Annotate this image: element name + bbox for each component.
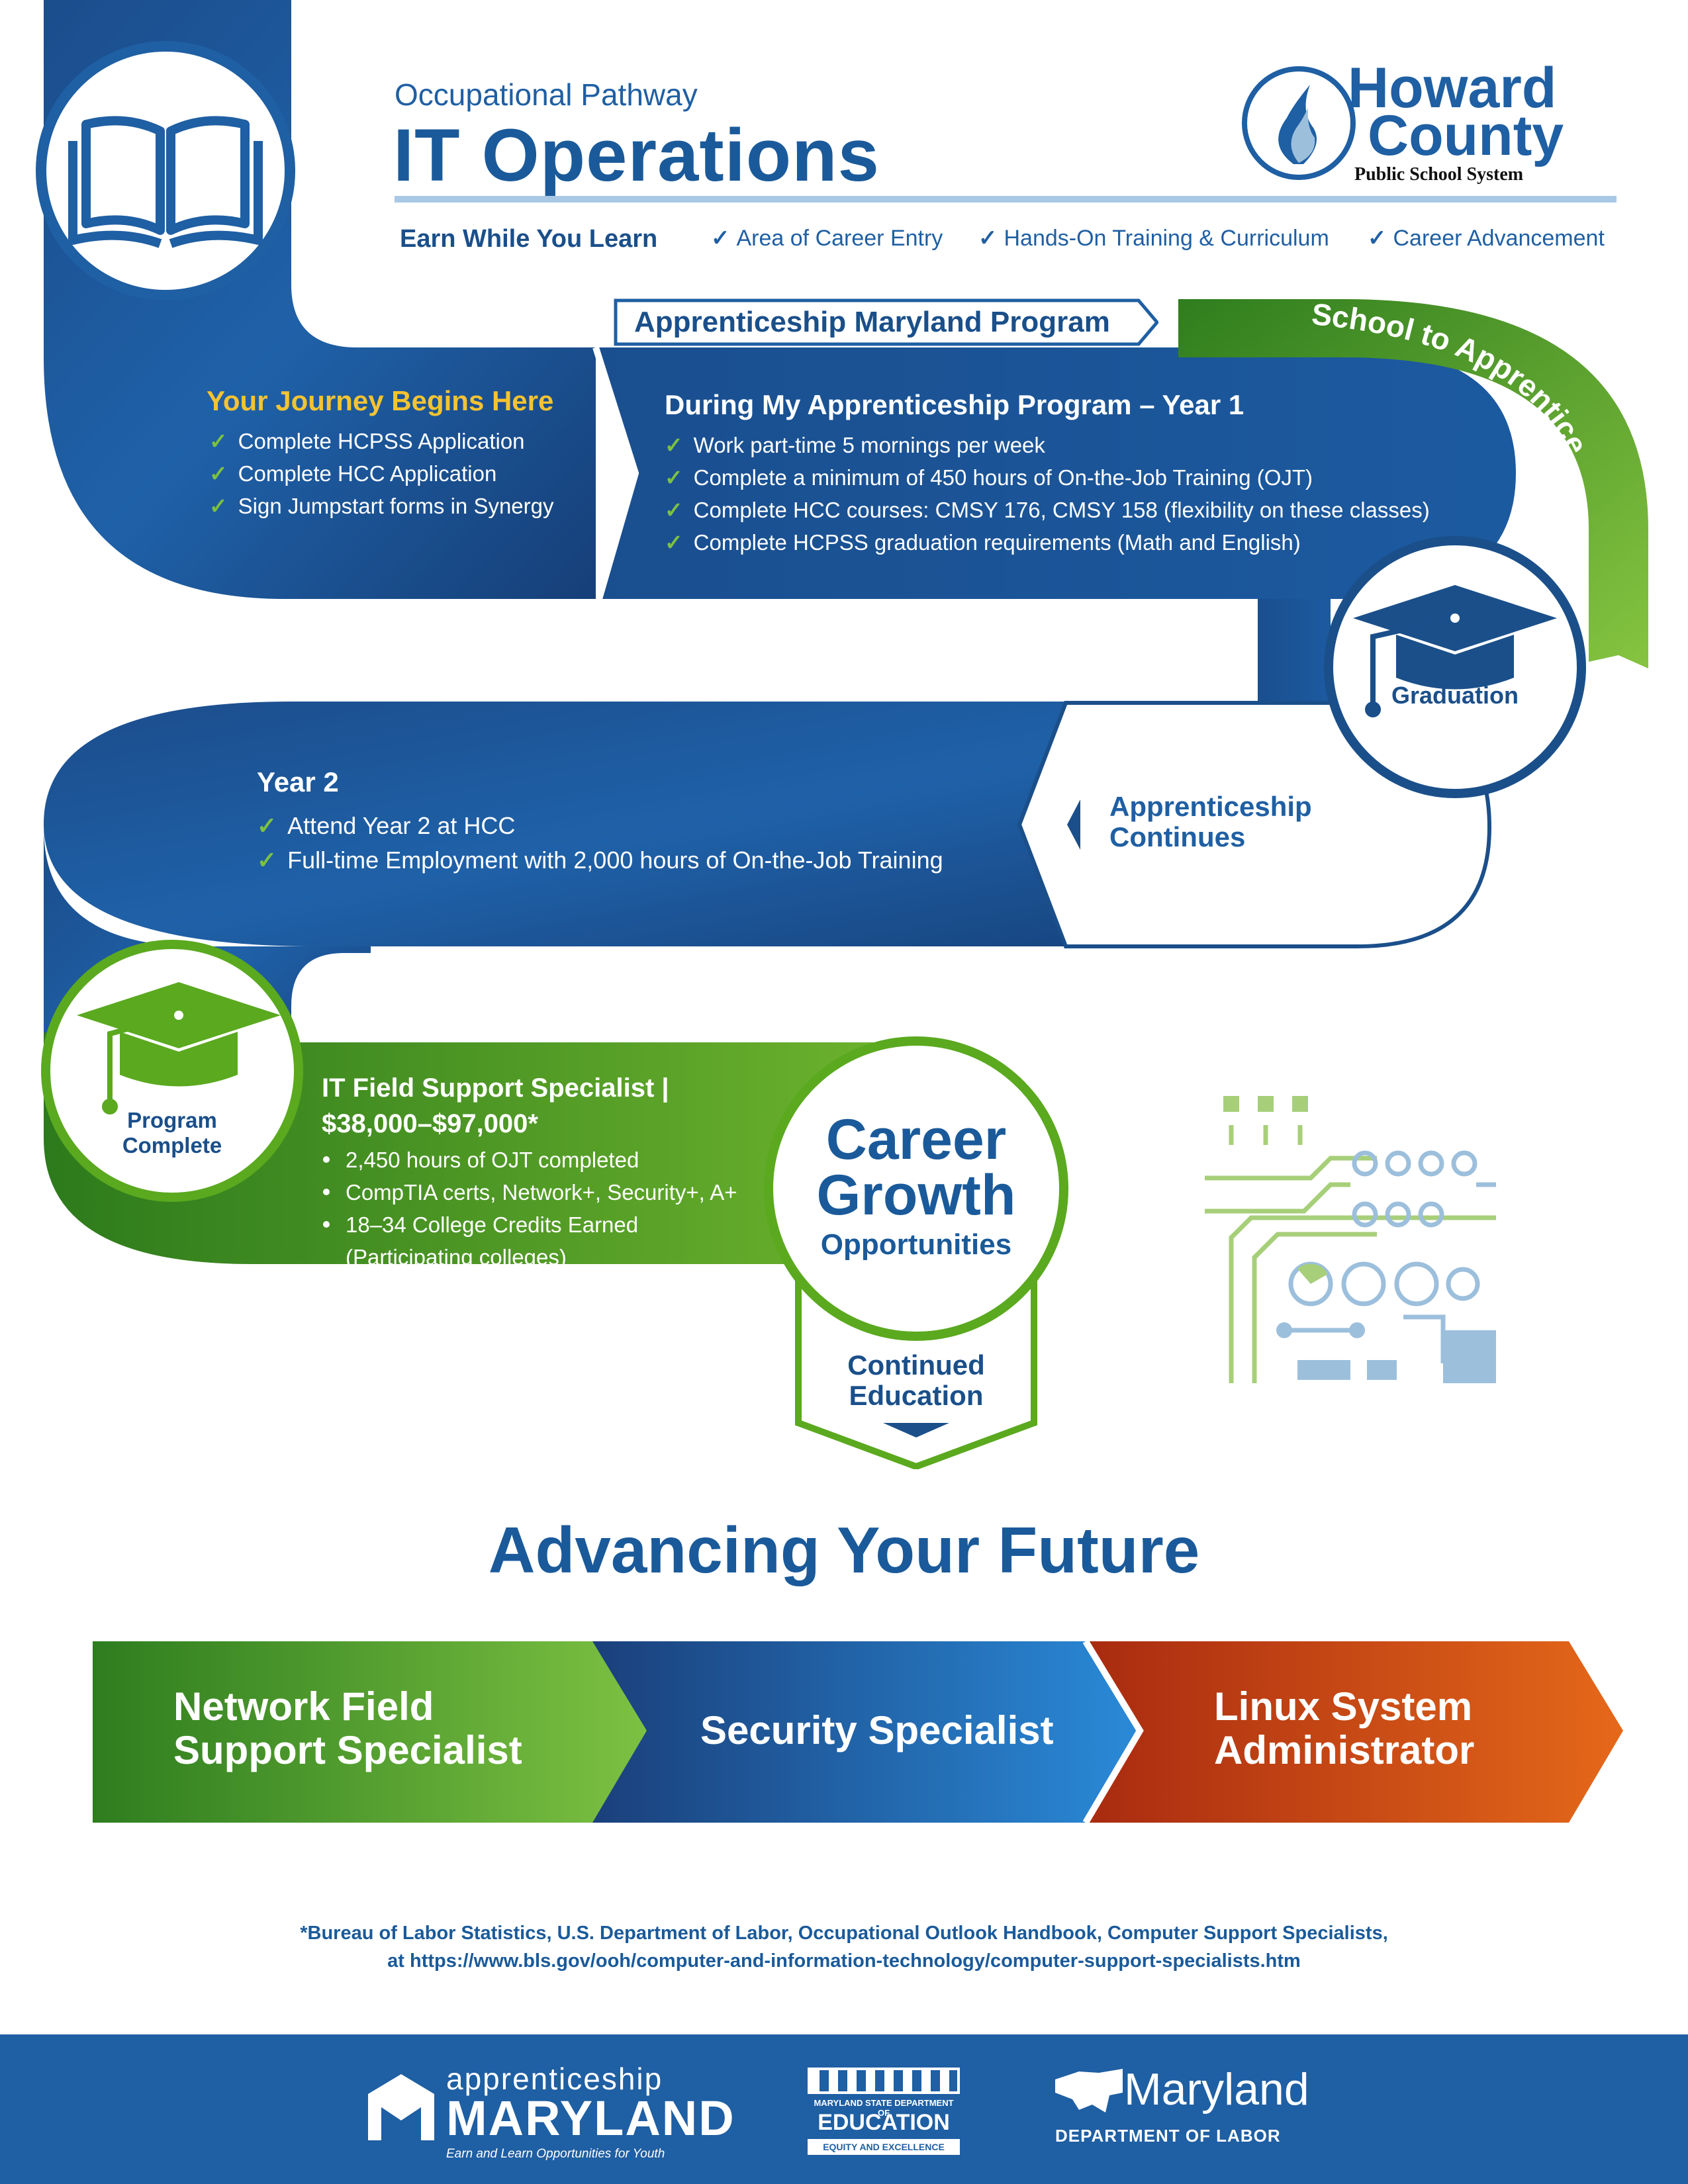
howard-county-logo: Howard County Public School System (1242, 60, 1619, 185)
year2-list: ✓Attend Year 2 at HCC ✓Full-time Employm… (257, 809, 943, 878)
footnote: *Bureau of Labor Statistics, U.S. Depart… (300, 1923, 1388, 1972)
career-line1: Career (825, 1108, 1007, 1171)
handshake-icon (368, 2074, 434, 2140)
graduation-label: Graduation (1391, 682, 1519, 709)
list-item: ✓Complete HCPSS graduation requirements … (665, 530, 1301, 555)
program-complete-label: Program Complete (122, 1108, 222, 1158)
continues-label: Apprenticeship Continues (1109, 791, 1312, 852)
graduation-badge: Graduation (1324, 536, 1586, 798)
career-growth-circle: Career Growth Opportunities (764, 1036, 1068, 1341)
arrow-network-label: Network Field Support Specialist (173, 1684, 522, 1772)
header-divider (395, 196, 1617, 203)
logo-line3: Public School System (1354, 164, 1524, 185)
list-item: ✓Complete HCC courses: CMSY 176, CMSY 15… (665, 498, 1430, 522)
arrow-linux (1079, 1641, 1623, 1823)
arrow-linux-label: Linux System Administrator (1214, 1684, 1475, 1772)
list-item: ✓Complete HCC Application (209, 461, 497, 486)
program-complete-badge: Program Complete (41, 940, 303, 1202)
year1-list: ✓Work part-time 5 mornings per week ✓Com… (665, 429, 1430, 559)
career-line2: Growth (816, 1163, 1016, 1227)
msde-logo: MARYLAND STATE DEPARTMENT OF EDUCATION E… (808, 2068, 960, 2167)
maryland-map-icon (1055, 2069, 1123, 2113)
program-label: Apprenticeship Maryland Program (634, 306, 1110, 338)
list-item: 2,450 hours of OJT completed (320, 1144, 737, 1176)
specialist-salary: $38,000–$97,000* (322, 1109, 538, 1138)
arrow-security-label: Security Specialist (700, 1708, 1054, 1752)
arrow-network (93, 1641, 647, 1823)
apprenticeship-maryland-logo: apprenticeship MARYLAND Earn and Learn O… (361, 2061, 734, 2167)
career-line3: Opportunities (820, 1228, 1012, 1261)
check-icon: ✓ (711, 226, 730, 251)
check-icon: ✓ (257, 812, 277, 839)
graduation-cap-icon (1353, 585, 1557, 717)
list-item: (Participating colleges) (346, 1245, 567, 1269)
feature-item: ✓Hands-On Training & Curriculum (978, 226, 1329, 251)
list-item: ✓Complete a minimum of 450 hours of On-t… (665, 465, 1313, 490)
list-item: ✓Complete HCPSS Application (209, 429, 525, 453)
features-main: Earn While You Learn (400, 225, 658, 253)
check-icon: ✓ (665, 433, 683, 457)
check-icon: ✓ (1368, 226, 1387, 251)
journey-list: ✓Complete HCPSS Application ✓Complete HC… (209, 425, 554, 522)
year1-band (596, 347, 1516, 599)
check-icon: ✓ (665, 465, 683, 490)
year2-heading: Year 2 (257, 766, 339, 797)
specialist-title: IT Field Support Specialist | (322, 1073, 669, 1103)
specialist-list: 2,450 hours of OJT completed CompTIA cer… (320, 1144, 737, 1273)
bullet-icon (323, 1189, 330, 1196)
journey-heading: Your Journey Begins Here (207, 385, 554, 416)
arrow-security (586, 1641, 1140, 1823)
check-icon: ✓ (257, 846, 277, 874)
maryland-labor-logo: Maryland DEPARTMENT OF LABOR (1053, 2064, 1344, 2163)
curve-label: School to Apprentice (1310, 296, 1595, 459)
list-item: ✓Work part-time 5 mornings per week (665, 433, 1045, 457)
circuit-illustration (1205, 1096, 1496, 1383)
list-item: ✓Sign Jumpstart forms in Synergy (209, 494, 554, 518)
check-icon: ✓ (209, 429, 228, 453)
program-tab (609, 298, 1158, 347)
page-title: IT Operations (393, 114, 880, 197)
bullet-icon (323, 1221, 330, 1228)
bullet-icon (323, 1156, 330, 1163)
check-icon: ✓ (209, 494, 228, 518)
continued-education-label: Continued Education (847, 1349, 985, 1411)
list-item: 18–34 College Credits Earned (320, 1208, 737, 1241)
check-icon: ✓ (209, 461, 228, 486)
check-icon: ✓ (665, 530, 683, 555)
feature-item: ✓Area of Career Entry (711, 226, 943, 251)
career-arrows (93, 1639, 1623, 1825)
list-item: ✓Attend Year 2 at HCC (257, 812, 516, 839)
logo-line2: County (1368, 104, 1564, 167)
flag-pattern (808, 2068, 960, 2094)
graduation-cap-icon (77, 982, 281, 1115)
footer: apprenticeship MARYLAND Earn and Learn O… (0, 2034, 1688, 2184)
check-icon: ✓ (665, 498, 683, 522)
list-item: CompTIA certs, Network+, Security+, A+ (320, 1176, 737, 1208)
check-icon: ✓ (978, 226, 998, 251)
logo-line1: Howard (1348, 56, 1557, 120)
feature-item: ✓Career Advancement (1368, 226, 1605, 251)
flame-icon (1242, 66, 1356, 180)
year1-heading: During My Apprenticeship Program – Year … (665, 389, 1244, 420)
advancing-title: Advancing Your Future (488, 1514, 1200, 1586)
list-item: ✓Full-time Employment with 2,000 hours o… (257, 846, 943, 874)
page-subtitle: Occupational Pathway (395, 77, 698, 112)
school-to-apprentice-arc (1178, 299, 1648, 668)
year2-band (44, 702, 1350, 946)
